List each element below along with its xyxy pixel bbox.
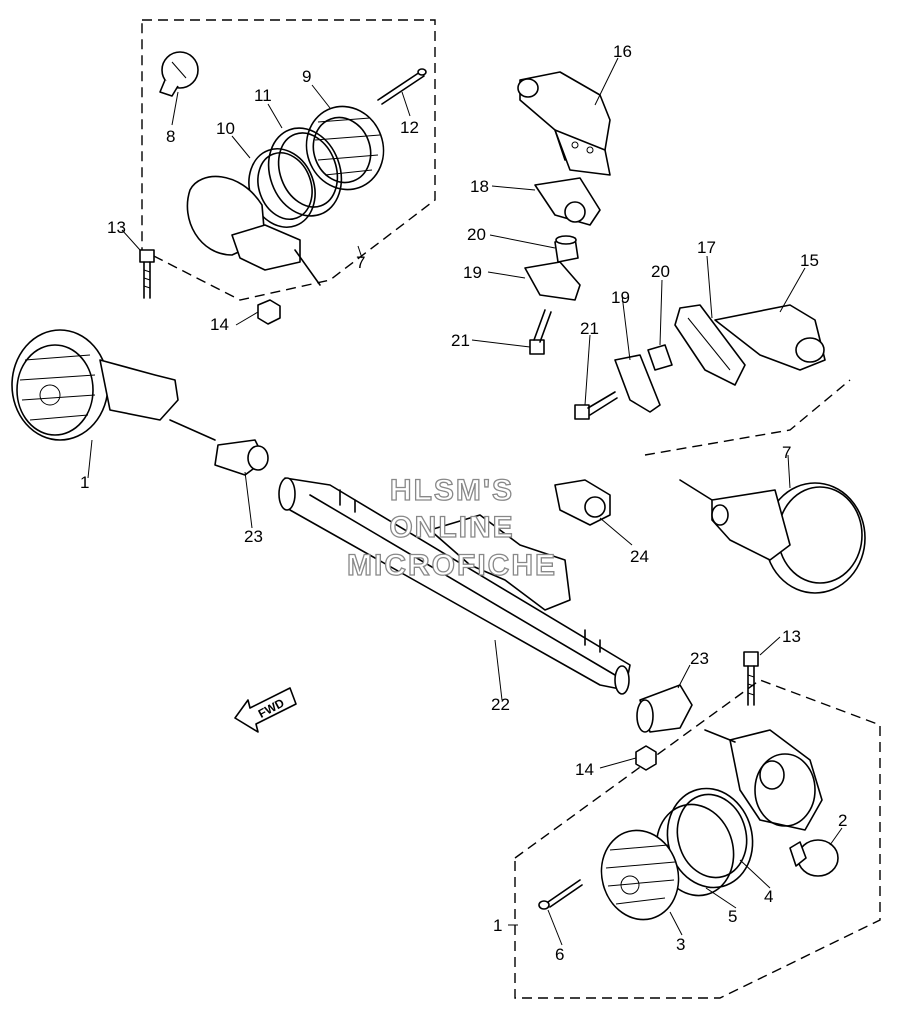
callout-20-right: 20: [651, 262, 670, 281]
callout-1-left: 1: [80, 473, 89, 492]
collar-20-upper: [554, 235, 579, 263]
bulb-top: [159, 51, 199, 97]
callout-23-left: 23: [244, 527, 263, 546]
callout-19-right: 19: [611, 288, 630, 307]
lens-3: [600, 829, 680, 921]
watermark-line-2: ONLINE: [389, 511, 514, 544]
collar-20-right: [647, 344, 673, 371]
damper-23-right: [636, 684, 693, 733]
callout-13-top: 13: [107, 218, 126, 237]
callout-10: 10: [216, 119, 235, 138]
callout-24: 24: [630, 547, 649, 566]
callout-7-right: 7: [782, 443, 791, 462]
bulb-2: [789, 839, 839, 877]
flasher-7-right: [679, 479, 866, 594]
clamp-24: [554, 479, 611, 526]
callout-3: 3: [676, 935, 685, 954]
callout-15: 15: [800, 251, 819, 270]
callout-11: 11: [254, 86, 272, 105]
callout-1-bottom: 1: [493, 916, 502, 935]
callout-21-upper: 21: [451, 331, 470, 350]
damper-23-left: [214, 439, 269, 476]
leader-lines: [87, 57, 843, 946]
fwd-arrow: FWD: [234, 687, 297, 733]
callout-18: 18: [470, 177, 489, 196]
watermark-line-3: MICROFICHE: [347, 549, 557, 582]
assembly-box-bottom-right: [514, 679, 881, 999]
callout-7-top: 7: [356, 253, 365, 272]
callout-4: 4: [764, 887, 773, 906]
stay-bar-22: [278, 477, 631, 695]
callout-12: 12: [400, 118, 419, 137]
rim-ring-11: [267, 127, 343, 217]
callout-16: 16: [613, 42, 632, 61]
callout-5: 5: [728, 907, 737, 926]
callout-9: 9: [302, 67, 311, 86]
screw-6: [538, 879, 583, 910]
callout-8: 8: [166, 127, 175, 146]
flasher-1-left: [11, 329, 216, 441]
plate-19-upper: [524, 261, 581, 301]
bolt-21-right: [574, 391, 618, 420]
callout-14-top: 14: [210, 315, 229, 334]
callout-6: 6: [555, 945, 564, 964]
nut-14-top: [257, 299, 281, 325]
ring-4: [666, 787, 754, 889]
plate-18: [534, 177, 601, 226]
assembly-box-right-lamp: [644, 379, 851, 456]
bracket-16: [517, 71, 611, 176]
callout-17: 17: [697, 238, 716, 257]
callout-20-upper: 20: [467, 225, 486, 244]
callout-21-right: 21: [580, 319, 599, 338]
plate-19-right: [614, 354, 661, 413]
callout-19-upper: 19: [463, 263, 482, 282]
callout-23-right: 23: [690, 649, 709, 668]
callout-14-right: 14: [575, 760, 594, 779]
lens-ring-9: [305, 105, 385, 191]
watermark: HLSM'S ONLINE MICROFICHE: [346, 473, 557, 582]
callout-labels: 8 9 11 10 12 13 14 7 16 18 20 19 21 20 1…: [80, 42, 847, 964]
callout-22: 22: [491, 695, 510, 714]
watermark-line-1: HLSM'S: [390, 474, 514, 507]
bolt-13-top: [139, 249, 155, 299]
bolt-13-right: [743, 651, 759, 706]
lamp-stay-15: [714, 304, 826, 371]
nut-14-right: [635, 745, 657, 771]
screw-12: [377, 68, 427, 105]
gasket-17: [674, 304, 746, 386]
lamp-body-7-top: [186, 175, 321, 286]
callout-2: 2: [838, 811, 847, 830]
bolt-21-upper: [529, 309, 552, 355]
housing-bottom: [704, 729, 823, 831]
callout-13-right: 13: [782, 627, 801, 646]
